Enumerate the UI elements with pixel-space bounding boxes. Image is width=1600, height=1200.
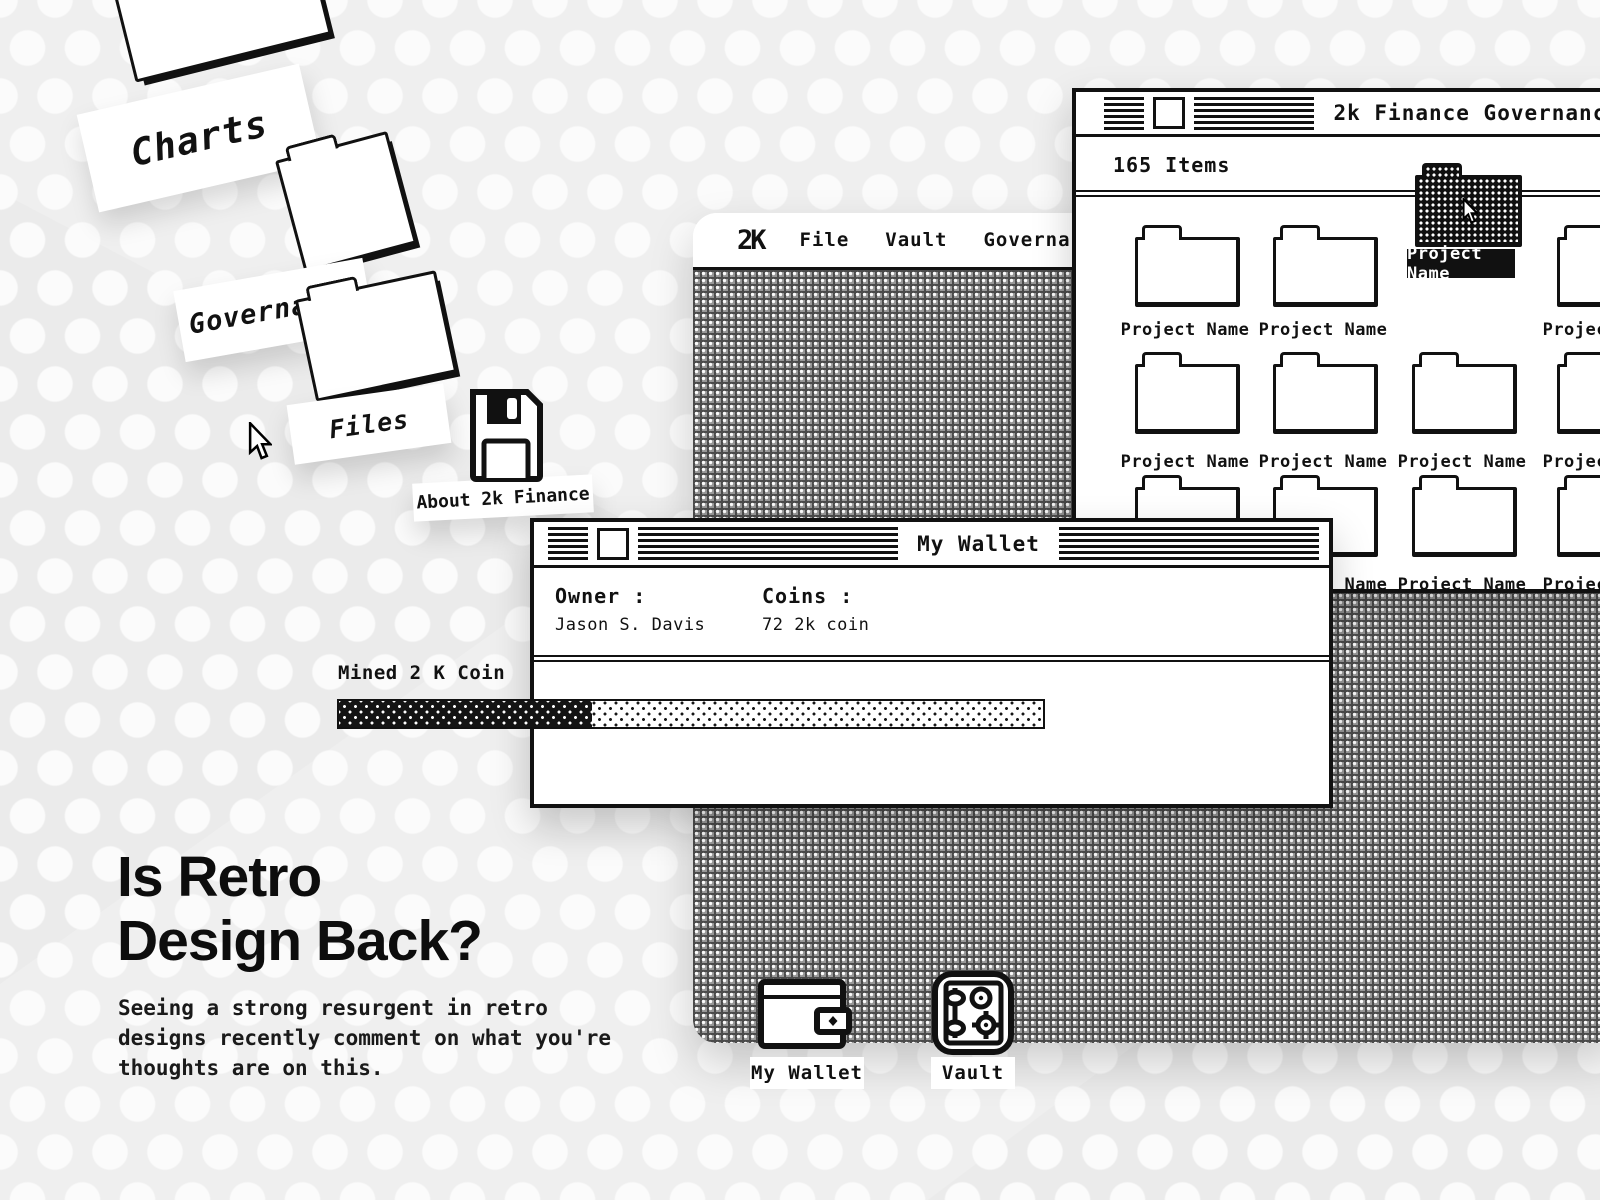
mined-coin-progressbar[interactable] [337, 699, 1045, 729]
my-wallet-icon[interactable] [757, 972, 857, 1052]
mouse-cursor-icon [246, 422, 272, 460]
project-folder-icon[interactable] [1273, 352, 1378, 434]
menu-item-vault[interactable]: Vault [885, 229, 948, 251]
owner-label: Owner : [555, 584, 647, 608]
vault-icon[interactable] [931, 970, 1015, 1056]
owner-value: Jason S. Davis [555, 615, 706, 635]
wallet-window-title: My Wallet [917, 531, 1040, 556]
2k-logo: 2K [737, 224, 766, 256]
page-heading: Is Retro Design Back? [117, 845, 483, 974]
titlebar-stripes [1058, 527, 1320, 560]
items-count: 165 Items [1113, 153, 1231, 177]
my-wallet-icon-label[interactable]: My Wallet [750, 1057, 864, 1089]
project-folder-label[interactable]: Project Name [1397, 452, 1527, 472]
vault-icon-text: Vault [941, 1062, 1005, 1084]
project-folder-icon[interactable] [1273, 225, 1378, 307]
drag-cursor-icon [1461, 198, 1478, 224]
governance-titlebar[interactable]: 2k Finance Governance [1076, 92, 1600, 137]
progressbar-fill [339, 701, 593, 727]
my-wallet-icon-text: My Wallet [751, 1062, 863, 1084]
menu-item-file[interactable]: File [799, 229, 850, 251]
project-folder-label[interactable]: Project Name [1542, 575, 1600, 593]
project-folder-icon[interactable] [1557, 352, 1600, 434]
titlebar-stripes [1194, 96, 1315, 130]
project-folder-label[interactable]: Project Name [1120, 452, 1250, 472]
project-folder-label[interactable]: Project Name [1258, 320, 1388, 340]
mined-coin-label: Mined 2 K Coin [338, 662, 506, 684]
project-folder-label[interactable]: Project Name [1120, 320, 1250, 340]
project-folder-label[interactable]: Project Name [1542, 320, 1600, 340]
titlebar-stripes [1104, 96, 1144, 130]
project-folder-icon[interactable] [1412, 475, 1517, 557]
project-folder-icon[interactable] [1412, 352, 1517, 434]
coins-value: 72 2k coin [762, 615, 870, 635]
project-folder-label[interactable]: Project Name [1542, 452, 1600, 472]
project-folder-icon[interactable] [1557, 225, 1600, 307]
separator [1076, 190, 1600, 197]
files-card-label: Files [327, 404, 411, 444]
coins-label: Coins : [762, 584, 854, 608]
page-paragraph: Seeing a strong resurgent in retro desig… [118, 996, 612, 1081]
separator [534, 655, 1329, 662]
project-folder-icon[interactable] [1135, 225, 1240, 307]
project-folder-icon[interactable] [1135, 352, 1240, 434]
close-box-icon[interactable] [1153, 97, 1185, 129]
floppy-disk-icon [466, 388, 546, 482]
project-folder-label[interactable]: Project Name [1258, 452, 1388, 472]
project-folder-icon[interactable] [1557, 475, 1600, 557]
titlebar-stripes [638, 527, 899, 560]
project-folder-label[interactable]: Project Name [1397, 575, 1527, 593]
items-count-bar: 165 Items [1076, 140, 1600, 190]
wallet-titlebar[interactable]: My Wallet [534, 522, 1329, 568]
charts-card-label: Charts [126, 101, 272, 175]
heading-line-2: Design Back? [117, 909, 483, 974]
close-box-icon[interactable] [597, 527, 629, 560]
titlebar-stripes [548, 527, 588, 560]
wallet-window: My Wallet Owner : Jason S. Davis Coins :… [530, 518, 1333, 808]
vault-icon-label[interactable]: Vault [931, 1057, 1015, 1089]
selected-project-folder-label[interactable]: Project Name [1407, 244, 1515, 284]
heading-line-1: Is Retro [117, 845, 322, 909]
governance-window-title: 2k Finance Governance [1333, 101, 1600, 125]
about-card-label: About 2k Finance [415, 482, 591, 514]
